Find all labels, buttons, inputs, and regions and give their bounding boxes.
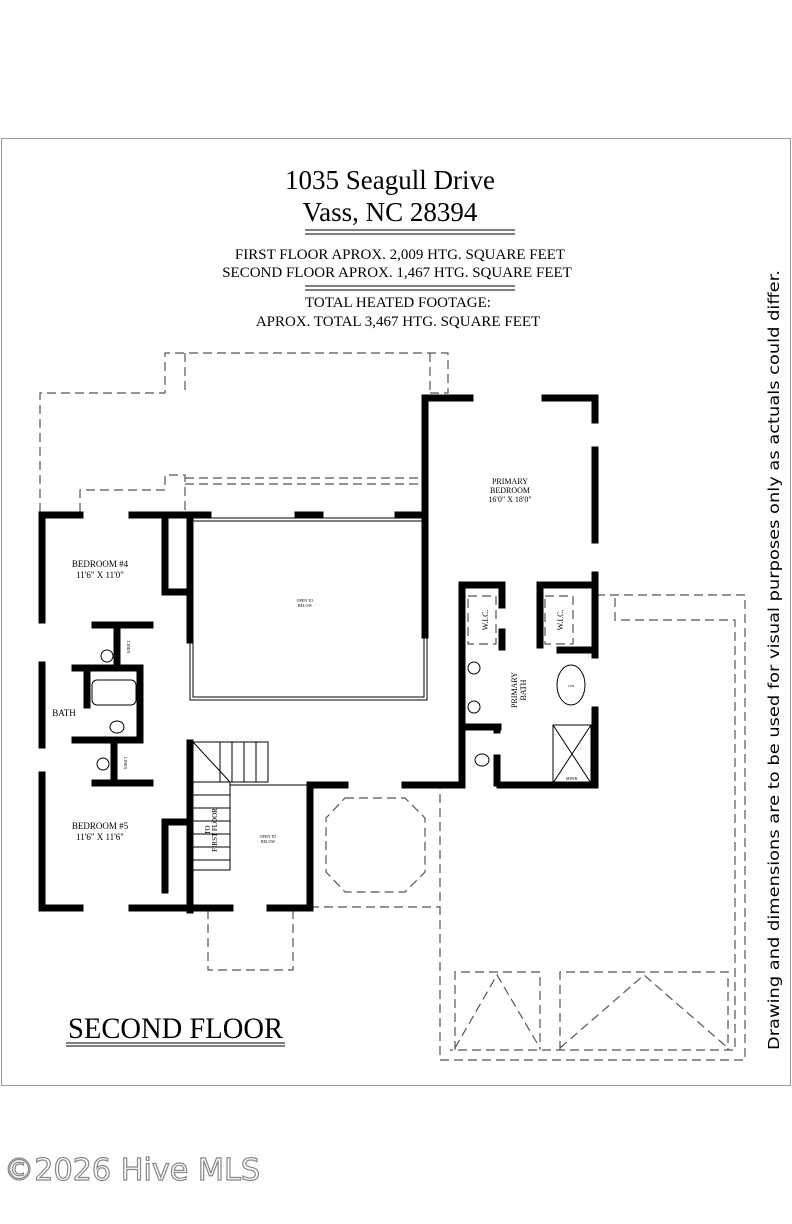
- staircase: [192, 741, 310, 871]
- drawing-frame: [1, 138, 791, 1086]
- bedroom5-name: BEDROOM #5: [72, 821, 129, 831]
- open-to-below-railing-inner: [192, 520, 425, 698]
- shower-line: [552, 724, 592, 784]
- sink: [100, 649, 114, 663]
- linen-label: LINEN: [126, 641, 131, 653]
- primary-bedroom-name: BEDROOM: [490, 486, 530, 495]
- disclaimer: Drawing and dimensions are to be used fo…: [765, 270, 783, 1050]
- sink: [96, 757, 110, 771]
- toilet: [474, 753, 490, 767]
- closet-outline: [467, 595, 497, 645]
- bedroom5-size: 11'6" X 11'6": [76, 832, 124, 842]
- linen-label: LINEN: [123, 757, 128, 769]
- tub-label: TUB: [568, 684, 574, 688]
- closet-outline: [544, 595, 574, 645]
- total-value: APROX. TOTAL 3,467 HTG. SQUARE FEET: [256, 314, 540, 330]
- watermark: ©2026 Hive MLS: [4, 1153, 260, 1188]
- stairs-label: FIRST FLOOR: [211, 808, 219, 852]
- primary-bath-label: BATH: [519, 679, 528, 700]
- floor-label: SECOND FLOOR: [68, 1012, 283, 1045]
- primary-bedroom-name: PRIMARY: [492, 477, 528, 486]
- open-below-label: OPEN TO: [297, 598, 314, 603]
- bath-label: BATH: [52, 708, 76, 718]
- shower: [552, 724, 592, 784]
- sink: [467, 661, 481, 675]
- open-below-label: BELOW: [298, 603, 312, 608]
- bedroom4-size: 11'6" X 11'0": [76, 570, 124, 580]
- bathtub: [91, 679, 137, 706]
- address-line2: Vass, NC 28394: [303, 197, 478, 227]
- stairs-label: TO: [204, 825, 212, 834]
- wic-label: W.I.C.: [556, 610, 565, 631]
- total-label: TOTAL HEATED FOOTAGE:: [305, 295, 491, 311]
- sink: [467, 700, 481, 714]
- tub: [556, 664, 586, 706]
- primary-bath-label: PRIMARY: [510, 672, 519, 708]
- wic-label: W.I.C.: [481, 610, 490, 631]
- room-labels: BEDROOM #4 11'6" X 11'0" BEDROOM #5 11'6…: [52, 477, 578, 852]
- roof-outline: [39, 352, 746, 1061]
- toilet: [109, 720, 125, 734]
- second-floor-sqft: SECOND FLOOR APROX. 1,467 HTG. SQUARE FE…: [222, 265, 572, 281]
- shower-label: SHWR.: [566, 776, 579, 781]
- open-to-below-railing: [189, 517, 428, 701]
- open-below-label: BELOW: [261, 839, 275, 844]
- first-floor-sqft: FIRST FLOOR APROX. 2,009 HTG. SQUARE FEE…: [235, 247, 565, 263]
- walls: [38, 394, 599, 914]
- primary-bedroom-size: 16'0" X 18'0": [488, 495, 531, 504]
- bedroom4-name: BEDROOM #4: [72, 559, 129, 569]
- open-below-label: OPEN TO: [260, 834, 277, 839]
- address-line1: 1035 Seagull Drive: [285, 165, 495, 195]
